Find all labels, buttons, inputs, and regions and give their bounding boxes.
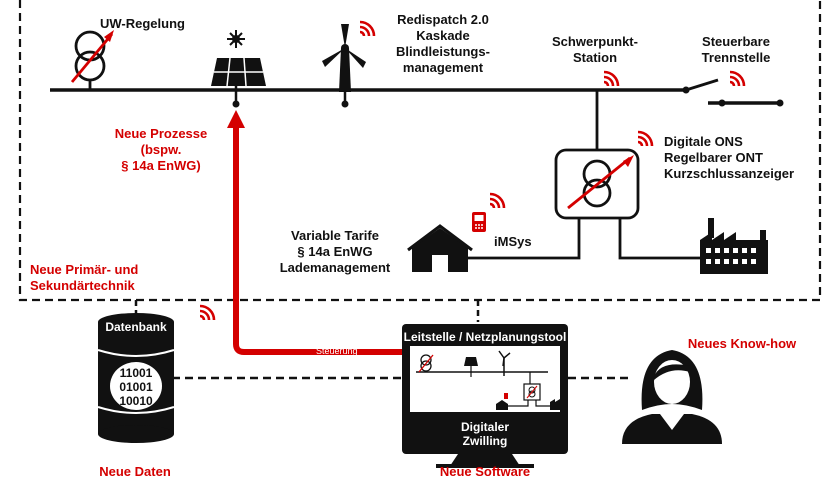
factory-icon	[700, 218, 768, 274]
person-icon	[622, 350, 722, 444]
monitor-subtitle: Digitaler Zwilling	[460, 420, 509, 448]
ons-label: Digitale ONS Regelbarer ONT Kurzschlussa…	[664, 134, 795, 181]
steuerung-label: Steuerung	[316, 346, 358, 356]
dashed-frame	[18, 0, 822, 302]
uw-regelung-label: UW-Regelung	[100, 16, 185, 31]
solar-panel-icon	[211, 30, 266, 108]
neues-knowhow-label: Neues Know-how	[687, 336, 797, 351]
neue-technik-label: Neue Primär- und Sekundärtechnik	[30, 262, 139, 293]
wind-turbine-icon	[322, 24, 366, 108]
signal-icon	[198, 304, 216, 322]
signal-icon	[488, 192, 506, 210]
database-icon	[97, 313, 175, 443]
transformer-icon	[70, 30, 114, 90]
neue-software-label: Neue Software	[439, 464, 531, 479]
signal-icon	[602, 70, 620, 88]
house-icon	[407, 224, 473, 272]
signal-icon	[636, 130, 654, 148]
signal-icon	[728, 70, 746, 88]
tarife-label: Variable Tarife § 14a EnWG Lademanagemen…	[279, 228, 391, 275]
transformer-icon	[554, 148, 640, 220]
digital-twin-preview	[416, 350, 560, 410]
monitor-title: Leitstelle / Netzplanungstool	[403, 330, 567, 344]
smart-meter-icon	[472, 212, 486, 232]
signal-icon	[358, 20, 376, 38]
imsys-label: iMSys	[494, 234, 532, 249]
database-title: Datenbank	[105, 320, 167, 334]
database-binary: 11001 01001 10010	[119, 366, 153, 408]
trennstelle-label: Steuerbare Trennstelle	[701, 34, 771, 65]
neue-daten-label: Neue Daten	[99, 464, 171, 479]
control-arrow	[233, 124, 402, 355]
redispatch-label: Redispatch 2.0 Kaskade Blindleistungs- m…	[396, 12, 490, 75]
feeder-line	[618, 218, 700, 260]
switch-icon	[682, 78, 784, 107]
monitor-icon	[402, 324, 568, 468]
feeder-line	[455, 218, 581, 260]
control-arrow-head	[227, 110, 245, 128]
neue-prozesse-label: Neue Prozesse (bspw. § 14a EnWG)	[114, 126, 208, 173]
schwerpunkt-label: Schwerpunkt- Station	[552, 34, 638, 65]
